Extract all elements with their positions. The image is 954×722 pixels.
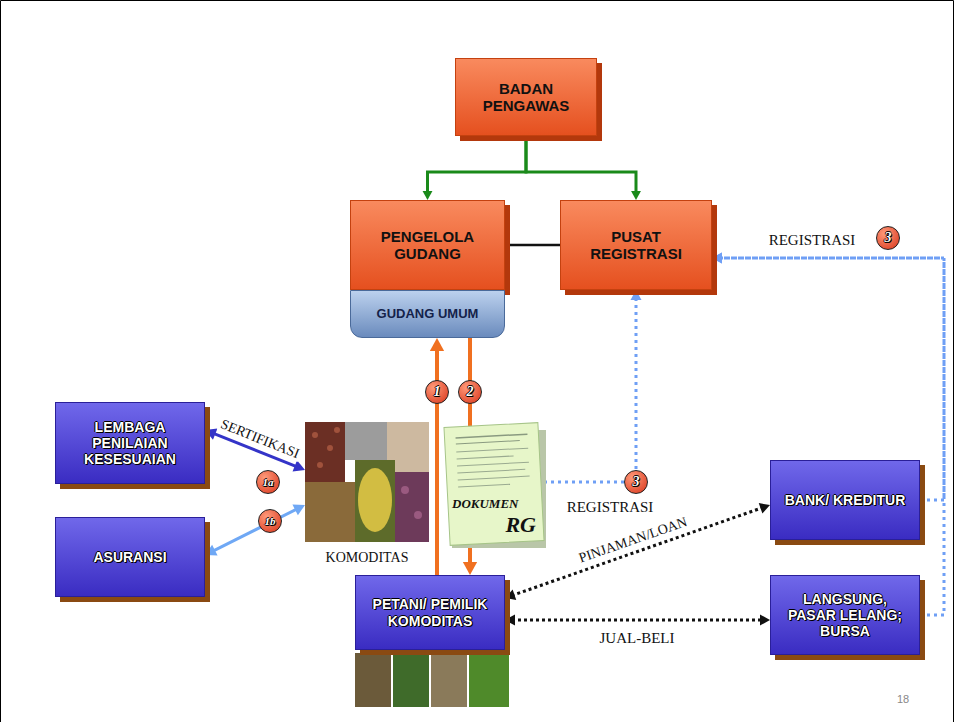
connector — [423, 136, 526, 200]
node-text: RG — [452, 512, 536, 537]
connector-label: SERTIFIKASI — [217, 416, 304, 463]
connector-label: JUAL-BELI — [598, 630, 677, 647]
connector — [205, 505, 305, 556]
node-text: LANGSUNG, PASAR LELANG; BURSA — [781, 591, 909, 639]
commodity-node: KOMODITAS — [305, 422, 429, 568]
commodity-photos — [305, 422, 429, 542]
node-text: PETANI/ PEMILIK KOMODITAS — [366, 596, 494, 628]
node-text: DOKUMEN — [452, 497, 536, 512]
node-text: GUDANG UMUM — [359, 307, 496, 322]
registry-box: PUSAT REGISTRASI — [560, 200, 712, 290]
supervisor-box: BADAN PENGAWAS — [455, 58, 597, 136]
document-node: DOKUMENRG — [444, 422, 544, 547]
node-text: PENGELOLA GUDANG — [361, 228, 494, 263]
document-rg — [444, 423, 546, 548]
connector — [430, 338, 444, 575]
node-text: ASURANSI — [66, 549, 194, 565]
connector-label: REGISTRASI — [565, 499, 656, 516]
manager-box: PENGELOLA GUDANG — [350, 200, 505, 290]
farmer-photos — [355, 653, 509, 707]
party-box: BANK/ KREDITUR — [770, 460, 920, 540]
callout-number: 1 — [425, 380, 449, 404]
node-text: KOMODITAS — [305, 550, 429, 566]
party-box: ASURANSI — [55, 517, 205, 597]
node-text: PUSAT REGISTRASI — [571, 228, 701, 263]
party-box: LANGSUNG, PASAR LELANG; BURSA — [770, 575, 920, 655]
callout-number: 1a — [256, 470, 280, 494]
connector-label: REGISTRASI — [767, 232, 858, 249]
node-text: LEMBAGA PENILAIAN KESESUAIAN — [66, 419, 194, 467]
party-box: PETANI/ PEMILIK KOMODITAS — [355, 575, 505, 650]
callout-number: 1b — [258, 509, 282, 533]
callout-number: 2 — [458, 380, 482, 404]
node-text: BANK/ KREDITUR — [781, 492, 909, 508]
connector-label: PINJAMAN/LOAN — [575, 513, 691, 566]
connector — [712, 253, 944, 616]
party-box: LEMBAGA PENILAIAN KESESUAIAN — [55, 402, 205, 484]
connector — [505, 245, 560, 246]
connector — [526, 136, 641, 200]
callout-number: 3 — [624, 470, 648, 494]
callout-number: 3 — [876, 226, 900, 250]
connector — [544, 290, 642, 482]
connector — [505, 615, 770, 626]
node-text: BADAN PENGAWAS — [466, 80, 586, 115]
page-number: 18 — [897, 693, 909, 705]
warehouse-band: GUDANG UMUM — [350, 290, 505, 338]
